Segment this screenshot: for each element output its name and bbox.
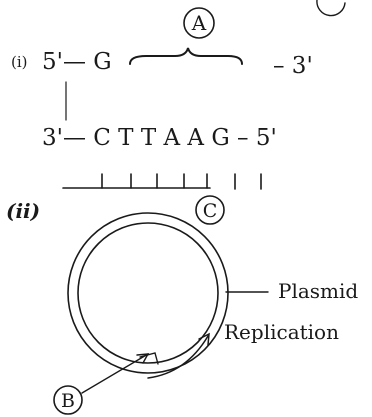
- label-replication: Replication: [224, 320, 339, 344]
- top-strand-left: 5'— G: [42, 49, 112, 75]
- part-ii: (ii) Plasmid Replication B: [6, 199, 358, 414]
- cropped-circle-fragment: [317, 0, 345, 16]
- b-pointer-line: [82, 354, 148, 393]
- plasmid-outer-ring: [68, 213, 228, 373]
- label-c-marker: C: [196, 196, 224, 224]
- label-a-marker: A: [184, 8, 214, 38]
- label-a: A: [191, 11, 207, 35]
- plasmid: [68, 213, 228, 373]
- top-strand-right: – 3': [273, 53, 313, 79]
- label-b-marker: B: [54, 386, 82, 414]
- b-pointer: [82, 354, 148, 393]
- part-ii-number: (ii): [6, 199, 40, 223]
- bond-ticks: [63, 174, 261, 189]
- label-c: C: [203, 200, 218, 222]
- part-i-number: (i): [11, 53, 28, 71]
- bottom-strand: 3'— C T T A A G – 5': [42, 125, 277, 151]
- label-plasmid: Plasmid: [278, 279, 358, 303]
- label-b: B: [61, 390, 75, 412]
- plasmid-inner-ring: [78, 223, 218, 363]
- part-i: A (i) 5'— G – 3' 3'— C T T A A G – 5': [11, 0, 345, 224]
- sticky-end-brace: [130, 48, 242, 64]
